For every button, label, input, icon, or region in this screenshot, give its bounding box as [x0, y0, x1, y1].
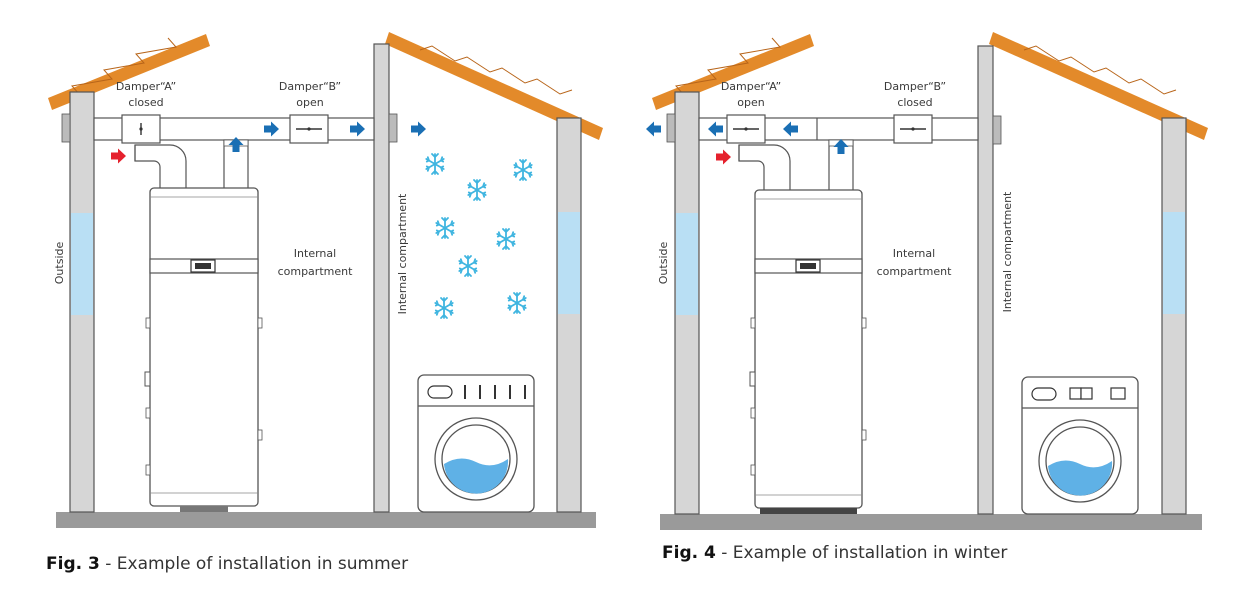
floor	[660, 514, 1202, 530]
snowflake-icon	[496, 228, 516, 250]
heat-pump-water-heater-icon	[144, 187, 263, 512]
figure-3: Damper“A” closed Damper“B” open Internal…	[48, 32, 603, 528]
damper-a-state: open	[737, 96, 764, 109]
internal-vertical-label: Internal compartment	[1001, 191, 1014, 312]
outside-label: Outside	[53, 242, 66, 285]
snowflake-icon	[434, 297, 454, 319]
damper-b-state: closed	[897, 96, 932, 109]
air-flow-arrow-icon	[111, 148, 126, 164]
internal-label-line1: Internal	[294, 247, 336, 260]
grille-left	[666, 113, 676, 143]
roof-left	[652, 34, 814, 110]
air-flow-arrow-icon	[411, 121, 426, 137]
damper-b	[289, 114, 329, 144]
snowflake-icon	[435, 217, 455, 239]
grille-right	[992, 115, 1002, 145]
figure-4-caption-text: - Example of installation in winter	[715, 543, 1008, 563]
damper-a-state: closed	[128, 96, 163, 109]
figure-3-caption: Fig. 3 - Example of installation in summ…	[46, 554, 408, 574]
internal-label-line1: Internal	[893, 247, 935, 260]
damper-a-title: Damper“A”	[721, 80, 781, 93]
window-left	[71, 213, 93, 315]
damper-b-title: Damper“B”	[884, 80, 946, 93]
washing-machine-icon	[417, 374, 535, 513]
floor	[56, 512, 596, 528]
internal-vertical-label: Internal compartment	[396, 193, 409, 314]
roof-left	[48, 34, 210, 110]
window-right	[1163, 212, 1185, 314]
washing-machine-icon	[1021, 376, 1139, 515]
internal-label-line2: compartment	[278, 265, 354, 278]
outside-label: Outside	[657, 242, 670, 285]
internal-wall	[373, 43, 390, 513]
outer-wall-right	[1161, 117, 1187, 515]
outer-wall-right	[556, 117, 582, 513]
figure-4-label: Fig. 4	[662, 543, 716, 563]
figure-3-label: Fig. 3	[46, 554, 100, 574]
air-flow-arrow-icon	[716, 149, 731, 165]
snowflake-icon	[458, 255, 478, 277]
damper-b	[893, 114, 933, 144]
internal-wall	[977, 45, 994, 515]
roof-right	[989, 32, 1208, 140]
window-right	[558, 212, 580, 314]
snowflake-icon	[513, 159, 533, 181]
damper-b-state: open	[296, 96, 323, 109]
air-flow-arrow-icon	[646, 121, 661, 137]
internal-label-line2: compartment	[877, 265, 953, 278]
window-left	[676, 213, 698, 315]
damper-a	[726, 114, 766, 144]
figure-3-caption-text: - Example of installation in summer	[99, 554, 409, 574]
snowflake-icon	[507, 292, 527, 314]
damper-a-title: Damper“A”	[116, 80, 176, 93]
snowflake-icon	[425, 153, 445, 175]
grille-right	[388, 113, 398, 143]
figure-4: Damper“A” open Damper“B” closed Internal…	[646, 32, 1208, 530]
snowflake-icon	[467, 179, 487, 201]
roof-right	[385, 32, 603, 140]
damper-b-title: Damper“B”	[279, 80, 341, 93]
grille-left	[61, 113, 71, 143]
figure-4-caption: Fig. 4 - Example of installation in wint…	[662, 543, 1007, 563]
damper-a	[121, 114, 161, 144]
heat-pump-water-heater-icon	[749, 189, 867, 514]
